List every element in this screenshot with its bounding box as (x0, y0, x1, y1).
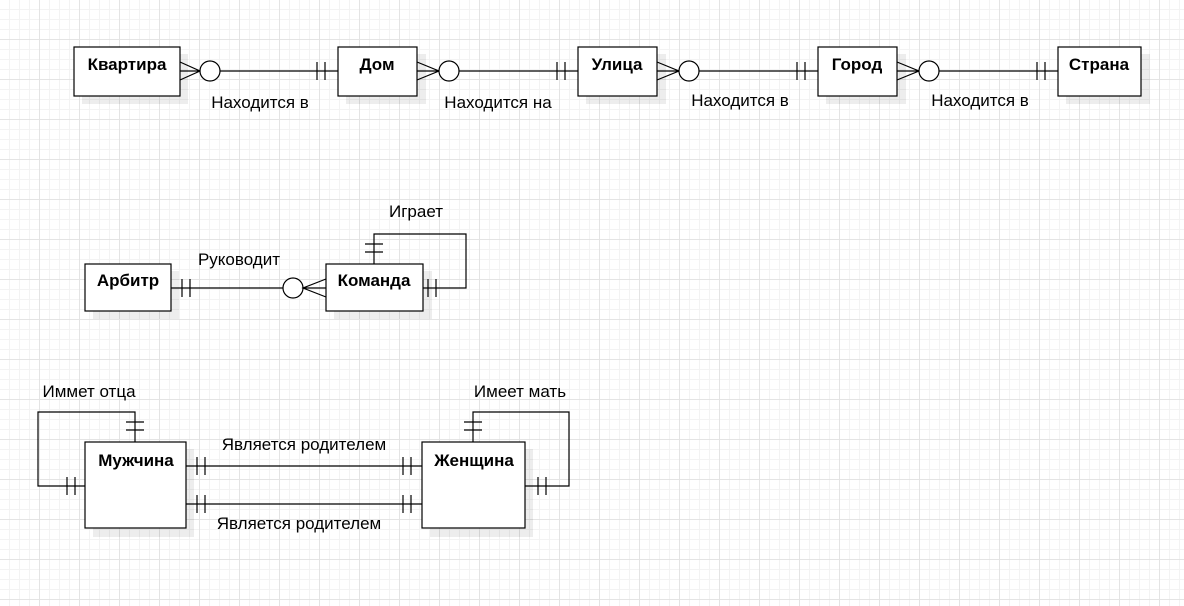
entity-strana[interactable]: Страна (1057, 46, 1150, 104)
entity-zhenshchina[interactable]: Женщина (421, 441, 533, 537)
rel-arbitr-komanda-label: Руководит (198, 250, 280, 269)
rel-gorod-strana[interactable]: Находится в (896, 60, 1058, 110)
rel-parent-bottom[interactable]: Является родителем (186, 495, 422, 533)
rel-komanda-self[interactable]: Играет (365, 202, 467, 297)
rel-arbitr-komanda[interactable]: Руководит (171, 250, 327, 299)
rel-muzhchina-self[interactable]: Иммет отца (37, 382, 144, 495)
entity-dom-title: Дом (359, 55, 394, 74)
rel-zhenshchina-self-label: Имеет мать (474, 382, 566, 401)
rel-dom-ulitsa-label: Находится на (444, 93, 552, 112)
rel-kvartira-dom[interactable]: Находится в (179, 60, 338, 112)
entity-komanda[interactable]: Команда (325, 263, 432, 319)
entity-kvartira-title: Квартира (88, 55, 167, 74)
rel-kvartira-dom-label: Находится в (211, 93, 309, 112)
entity-arbitr[interactable]: Арбитр (84, 263, 179, 319)
entity-kvartira[interactable]: Квартира (73, 46, 188, 104)
rel-ulitsa-gorod-label: Находится в (691, 91, 789, 110)
entity-arbitr-title: Арбитр (97, 271, 159, 290)
entity-gorod[interactable]: Город (817, 46, 906, 104)
entity-zhenshchina-title: Женщина (433, 451, 514, 470)
rel-parent-bottom-label: Является родителем (217, 514, 381, 533)
rel-komanda-self-label: Играет (389, 202, 443, 221)
entity-muzhchina[interactable]: Мужчина (84, 441, 194, 537)
entity-gorod-title: Город (832, 55, 883, 74)
rel-gorod-strana-label: Находится в (931, 91, 1029, 110)
entity-dom[interactable]: Дом (337, 46, 426, 104)
entity-muzhchina-title: Мужчина (98, 451, 174, 470)
rel-zhenshchina-self[interactable]: Имеет мать (464, 382, 570, 495)
entity-ulitsa[interactable]: Улица (577, 46, 666, 104)
rel-ulitsa-gorod[interactable]: Находится в (656, 60, 818, 110)
entity-komanda-title: Команда (338, 271, 411, 290)
rel-dom-ulitsa[interactable]: Находится на (416, 60, 578, 112)
rel-parent-top-label: Является родителем (222, 435, 386, 454)
rel-parent-top[interactable]: Является родителем (186, 435, 422, 475)
entity-strana-title: Страна (1069, 55, 1130, 74)
entity-ulitsa-title: Улица (592, 55, 643, 74)
rel-muzhchina-self-label: Иммет отца (42, 382, 136, 401)
